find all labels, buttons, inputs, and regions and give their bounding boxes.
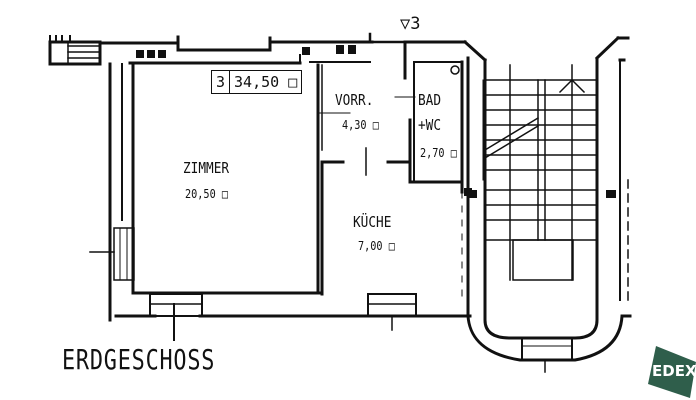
room-zimmer-name: ZIMMER bbox=[183, 159, 230, 177]
wall-lines bbox=[48, 32, 632, 373]
level-value: 3 bbox=[410, 14, 421, 34]
level-marker: ▽3 bbox=[400, 14, 421, 34]
room-kueche-name: KÜCHE bbox=[353, 213, 392, 231]
unit-area: 34,50 □ bbox=[234, 73, 298, 91]
room-bad-area: 2,70 □ bbox=[420, 146, 457, 160]
staircase-icon bbox=[483, 64, 598, 281]
room-kueche-area: 7,00 □ bbox=[358, 239, 395, 253]
room-zimmer-area: 20,50 □ bbox=[185, 187, 228, 201]
edex-logo bbox=[648, 346, 696, 398]
unit-label: 3 34,50 □ bbox=[211, 70, 303, 94]
room-vorraum-area: 4,30 □ bbox=[342, 118, 379, 132]
floor-title: ERDGESCHOSS bbox=[62, 343, 216, 376]
room-bad-name: BAD bbox=[418, 91, 442, 109]
logo-text: EDEX bbox=[652, 362, 696, 380]
room-bad-name-2: +WC bbox=[418, 116, 442, 134]
room-vorraum-name: VORR. bbox=[335, 91, 374, 109]
level-triangle-icon: ▽ bbox=[400, 14, 411, 34]
unit-number: 3 bbox=[212, 71, 231, 93]
